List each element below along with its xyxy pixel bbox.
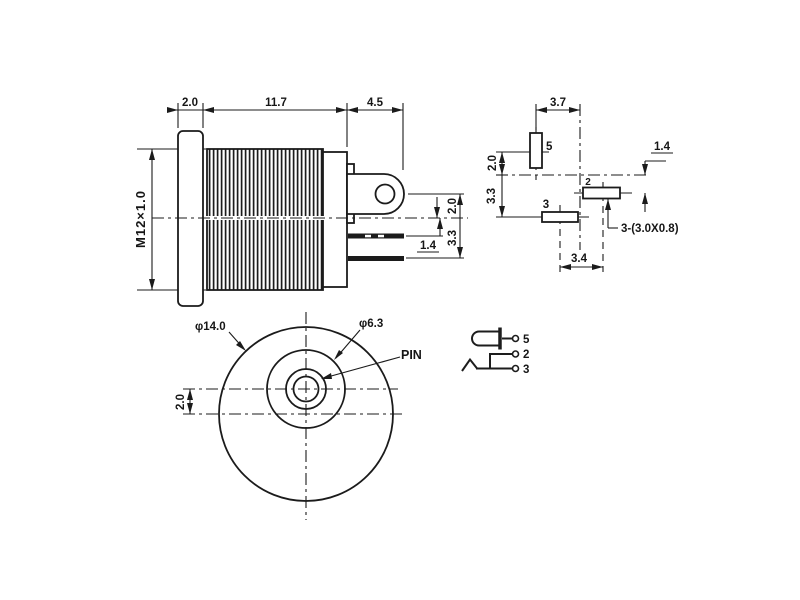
shunt-switch-wire bbox=[461, 357, 512, 372]
pin-size-note: 3-(3.0X0.8) bbox=[621, 223, 679, 235]
pin-layout-view: 3.7 5 2 3 2.0 3.3 1.4 bbox=[486, 97, 679, 272]
dim-thread-length: 11.7 bbox=[265, 97, 287, 109]
lug-hole bbox=[374, 183, 396, 205]
pin-2-label: 2 bbox=[585, 177, 591, 188]
middle-terminal-pin bbox=[348, 233, 404, 239]
dim-pin5-y: 2.0 bbox=[487, 155, 499, 171]
dim-flange-width: 2.0 bbox=[182, 97, 198, 109]
pin-callout-label: PIN bbox=[401, 348, 422, 362]
terminal-2-label: 2 bbox=[523, 349, 529, 361]
dim-pin-row-offset: 3.3 bbox=[447, 230, 459, 246]
pin-3-pad bbox=[541, 211, 579, 223]
pin-5-pad bbox=[529, 132, 543, 169]
dim-tail-length: 4.5 bbox=[367, 97, 384, 109]
plug-tip-symbol bbox=[470, 330, 501, 347]
dim-pin5-x: 3.7 bbox=[550, 97, 566, 109]
barrel-diameter-label: φ6.3 bbox=[359, 318, 383, 330]
outer-diameter-label: φ14.0 bbox=[195, 321, 226, 333]
terminal-3 bbox=[511, 364, 520, 373]
pin-2-pad bbox=[582, 186, 621, 200]
schematic-symbol: 5 2 3 bbox=[461, 327, 530, 376]
dim-lug-offset: 2.0 bbox=[447, 198, 459, 214]
outer-body-circle bbox=[218, 326, 394, 502]
dim-pin-pitch: 3.4 bbox=[571, 253, 588, 265]
barrel-bore-circle bbox=[266, 349, 346, 429]
dim-thread-spec: M12×1.0 bbox=[133, 190, 148, 248]
ring-contact-wire bbox=[489, 353, 512, 369]
terminal-5 bbox=[511, 334, 520, 343]
side-view: 2.0 11.7 4.5 M12×1.0 2.0 3.3 bbox=[133, 97, 468, 307]
front-view: 2.0 φ14.0 φ6.3 PIN bbox=[175, 312, 422, 520]
pin-inner-circle bbox=[292, 375, 320, 403]
bottom-terminal-pin bbox=[348, 256, 404, 261]
dim-pin3-y: 3.3 bbox=[486, 188, 498, 204]
dim-pin-mid-offset: 1.4 bbox=[420, 240, 437, 252]
pin-5-label: 5 bbox=[546, 141, 553, 153]
terminal-3-label: 3 bbox=[523, 364, 529, 376]
terminal-5-label: 5 bbox=[523, 334, 530, 346]
dim-pin2-y: 1.4 bbox=[654, 141, 671, 153]
dim-center-offset: 2.0 bbox=[175, 394, 187, 410]
pin-3-label: 3 bbox=[543, 199, 549, 211]
pin-outer-circle bbox=[285, 368, 327, 410]
terminal-2 bbox=[511, 350, 520, 358]
